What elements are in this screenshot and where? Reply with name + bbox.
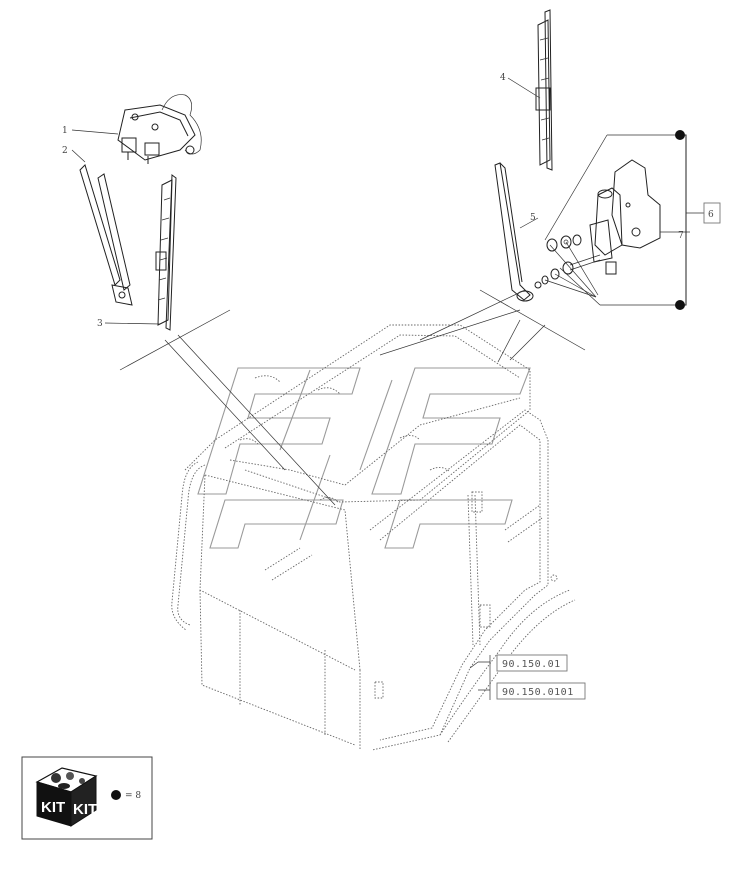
kit-equals-label: = 8 [125, 791, 141, 801]
bullet-marker-top [675, 130, 685, 140]
kit-legend: KIT KIT = 8 [21, 756, 153, 840]
callout-3: 3 [97, 319, 103, 329]
front-wiper-arms [79, 164, 133, 306]
callout-2: 2 [62, 146, 68, 156]
reference-box-b: 90.150.0101 [496, 682, 586, 700]
kit-bullet [111, 790, 121, 800]
reference-label-b: 90.150.0101 [502, 687, 574, 698]
callout-6-box: 6 [703, 202, 721, 224]
callout-5: 5 [530, 213, 536, 223]
callout-1: 1 [62, 126, 68, 136]
kit-label-right: KIT [73, 801, 97, 818]
kit-label-left: KIT [41, 799, 65, 816]
rear-wiper-blade [535, 9, 553, 171]
front-wiper-blade [155, 174, 177, 331]
rear-wiper-motor [569, 159, 661, 275]
kit-box-icon: KIT KIT [35, 767, 98, 827]
rear-spindle-parts [534, 234, 582, 289]
reference-label-a: 90.150.01 [502, 659, 561, 670]
callout-4: 4 [500, 73, 506, 83]
callout-6: 6 [708, 210, 714, 220]
cab-body [171, 324, 576, 751]
callout-7: 7 [678, 231, 684, 241]
rear-wiper-arm [494, 162, 534, 302]
leader-lines [71, 77, 705, 700]
reference-box-a: 90.150.01 [496, 654, 568, 672]
bullet-marker-bottom [675, 300, 685, 310]
watermark-logo [197, 367, 531, 549]
front-wiper-motor [117, 94, 202, 164]
